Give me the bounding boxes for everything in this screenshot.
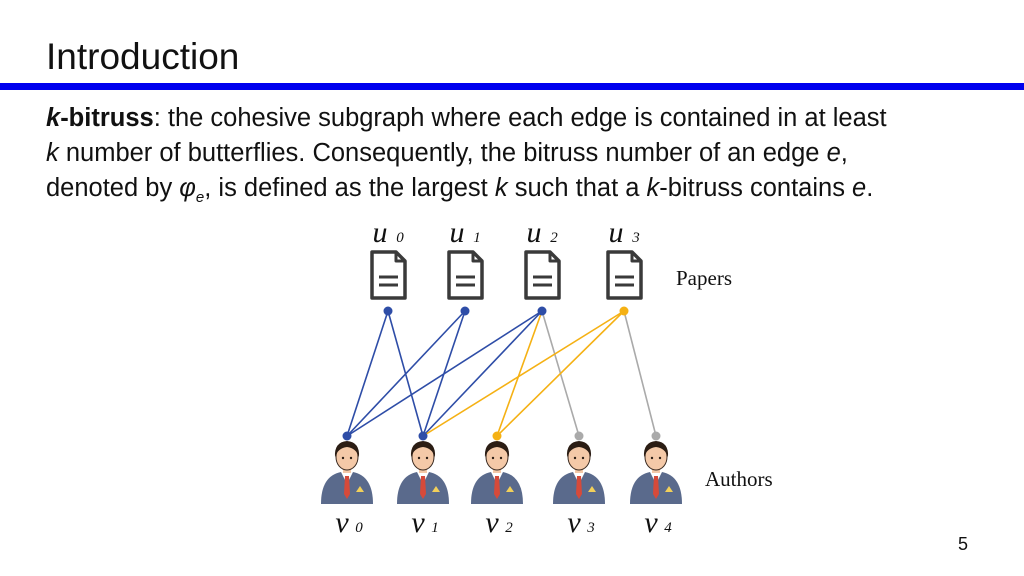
page-number: 5	[958, 534, 969, 554]
person-icon	[397, 441, 449, 504]
author-label-v0: v	[335, 506, 349, 539]
line1-text: : the cohesive subgraph where each edge …	[153, 104, 887, 132]
author-label-v4: v	[644, 506, 658, 539]
paper-label-sub-u0: 0	[396, 230, 404, 246]
paper-label-sub-u3: 3	[631, 230, 640, 246]
document-icon	[524, 250, 561, 300]
line3-d: -bitruss contains	[659, 174, 853, 202]
edge-u0-v0	[346, 310, 389, 437]
edge-u2-v0	[346, 310, 543, 437]
line3-phi-sub: e	[195, 189, 205, 206]
line3-phi: φ	[179, 174, 196, 202]
line2-k: k	[46, 139, 59, 167]
person-icon	[471, 441, 523, 504]
person-icon	[630, 441, 682, 504]
paper-label-u0: u	[373, 216, 388, 249]
line3-c: such that a	[507, 174, 647, 202]
papers-label: Papers	[676, 266, 732, 290]
edge-u3-v1	[422, 310, 625, 437]
line3-k2: k	[646, 174, 660, 202]
line2-end: ,	[840, 139, 848, 167]
definition-line-2: k number of butterflies. Consequently, t…	[46, 136, 1006, 171]
edge-u3-v4	[623, 310, 657, 437]
definition-line-1: k-bitruss: the cohesive subgraph where e…	[46, 101, 1006, 136]
paper-label-sub-u2: 2	[550, 230, 558, 246]
line3-k1: k	[494, 174, 508, 202]
term-k: k	[46, 104, 61, 132]
line3-b: , is defined as the largest	[204, 174, 495, 202]
line2-e: e	[826, 139, 841, 167]
author-label-sub-v0: 0	[355, 520, 363, 536]
edge-u2-v1	[422, 310, 543, 437]
paper-label-u1: u	[450, 216, 465, 249]
person-icon	[553, 441, 605, 504]
author-label-v3: v	[567, 506, 581, 539]
author-label-v1: v	[411, 506, 425, 539]
authors-label: Authors	[705, 467, 773, 491]
term-bitruss: -bitruss	[60, 104, 154, 132]
edge-u1-v0	[346, 310, 466, 437]
author-label-sub-v2: 2	[505, 520, 513, 536]
document-icon	[447, 250, 484, 300]
author-node-v4	[651, 431, 661, 441]
slide-title: Introduction	[46, 36, 240, 77]
paper-node-u0	[383, 306, 393, 316]
paper-node-u1	[460, 306, 470, 316]
line2-text: number of butterflies. Consequently, the…	[58, 139, 827, 167]
author-node-v3	[574, 431, 584, 441]
edge-u3-v2	[496, 310, 625, 437]
paper-node-u3	[619, 306, 629, 316]
person-icon	[321, 441, 373, 504]
graph-edges	[346, 310, 657, 437]
author-node-v1	[418, 431, 428, 441]
definition-paragraph: k-bitruss: the cohesive subgraph where e…	[46, 101, 1006, 215]
line3-e: e	[852, 174, 867, 202]
line3-end: .	[866, 174, 874, 202]
author-node-v2	[492, 431, 502, 441]
author-label-sub-v1: 1	[431, 520, 439, 536]
edge-u2-v2	[496, 310, 543, 437]
document-icon	[606, 250, 643, 300]
line3-a: denoted by	[46, 174, 180, 202]
definition-line-3: denoted by φe, is defined as the largest…	[46, 171, 1006, 215]
paper-label-u2: u	[527, 216, 542, 249]
paper-label-u3: u	[609, 216, 624, 249]
author-label-sub-v4: 4	[664, 520, 672, 536]
author-node-v0	[342, 431, 352, 441]
paper-node-u2	[537, 306, 547, 316]
author-label-sub-v3: 3	[586, 520, 595, 536]
paper-label-sub-u1: 1	[473, 230, 481, 246]
author-label-v2: v	[485, 506, 499, 539]
document-icon	[370, 250, 407, 300]
title-rule	[0, 83, 1024, 90]
